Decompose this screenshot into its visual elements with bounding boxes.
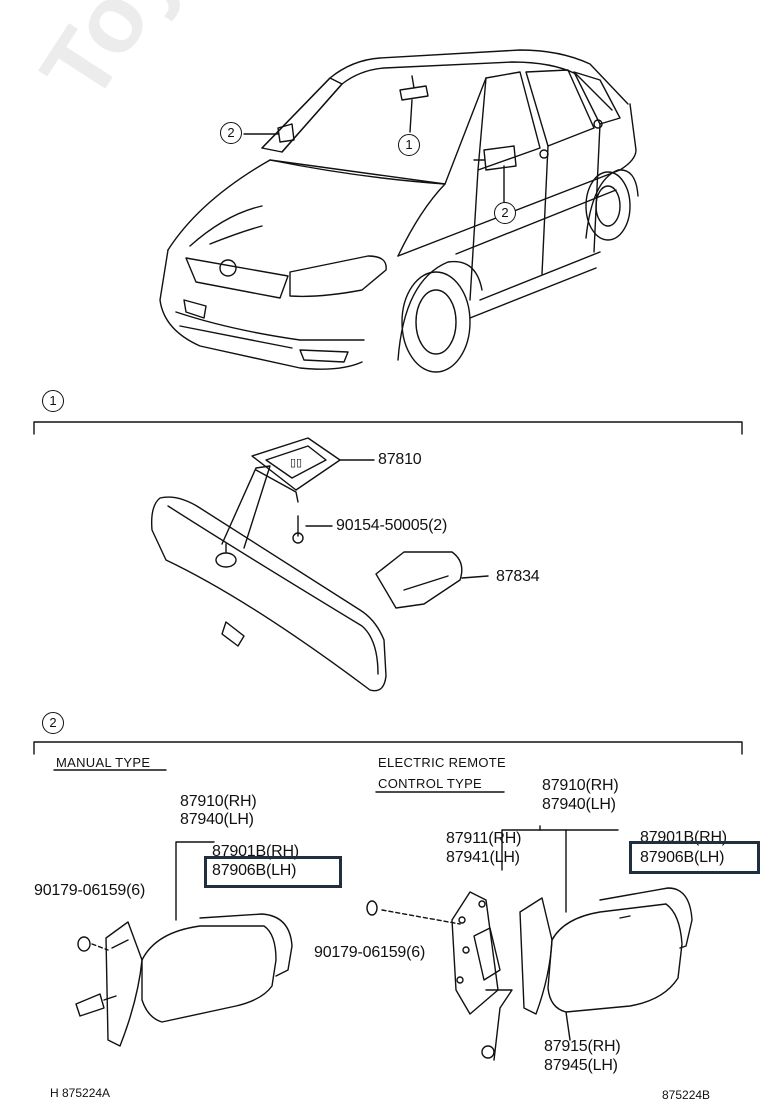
electric-motor-lh: 87945(LH) xyxy=(544,1057,618,1074)
part-number-87810: 87810 xyxy=(378,451,422,468)
electric-motor-rh: 87915(RH) xyxy=(544,1038,621,1055)
highlight-box-electric-glass xyxy=(629,841,760,874)
manual-glass-rh: 87901B(RH) xyxy=(212,843,299,860)
manual-glass-lh: 87906B(LH) xyxy=(212,862,297,879)
manual-type-title: MANUAL TYPE xyxy=(56,755,151,770)
manual-screw: 90179-06159(6) xyxy=(34,882,146,899)
electric-assy-lh: 87940(LH) xyxy=(542,796,616,813)
svg-text:▯▯: ▯▯ xyxy=(290,457,302,469)
callout-inner-mirror: 1 xyxy=(398,134,420,156)
part-number-87834: 87834 xyxy=(496,568,540,585)
diagram-code-right: 875224B xyxy=(662,1088,711,1102)
manual-assy-rh: 87910(RH) xyxy=(180,793,257,810)
electric-type-title-line1: ELECTRIC REMOTE xyxy=(378,755,507,770)
electric-screw: 90179-06159(6) xyxy=(314,944,426,961)
electric-glass-lh: 87906B(LH) xyxy=(640,849,725,866)
highlight-box-manual-glass xyxy=(204,856,342,888)
electric-type-title-line2: CONTROL TYPE xyxy=(378,776,483,791)
manual-assy-lh: 87940(LH) xyxy=(180,811,254,828)
callout-outer-mirror-right: 2 xyxy=(494,202,516,224)
section-2-marker: 2 xyxy=(42,712,64,734)
section-1-marker: 1 xyxy=(42,390,64,412)
callout-outer-mirror-left: 2 xyxy=(220,122,242,144)
electric-cover-lh: 87941(LH) xyxy=(446,849,520,866)
electric-assy-rh: 87910(RH) xyxy=(542,777,619,794)
diagram-code-left: H 875224A xyxy=(50,1086,111,1100)
electric-cover-rh: 87911(RH) xyxy=(446,830,522,847)
part-number-90154-50005: 90154-50005(2) xyxy=(336,517,448,534)
